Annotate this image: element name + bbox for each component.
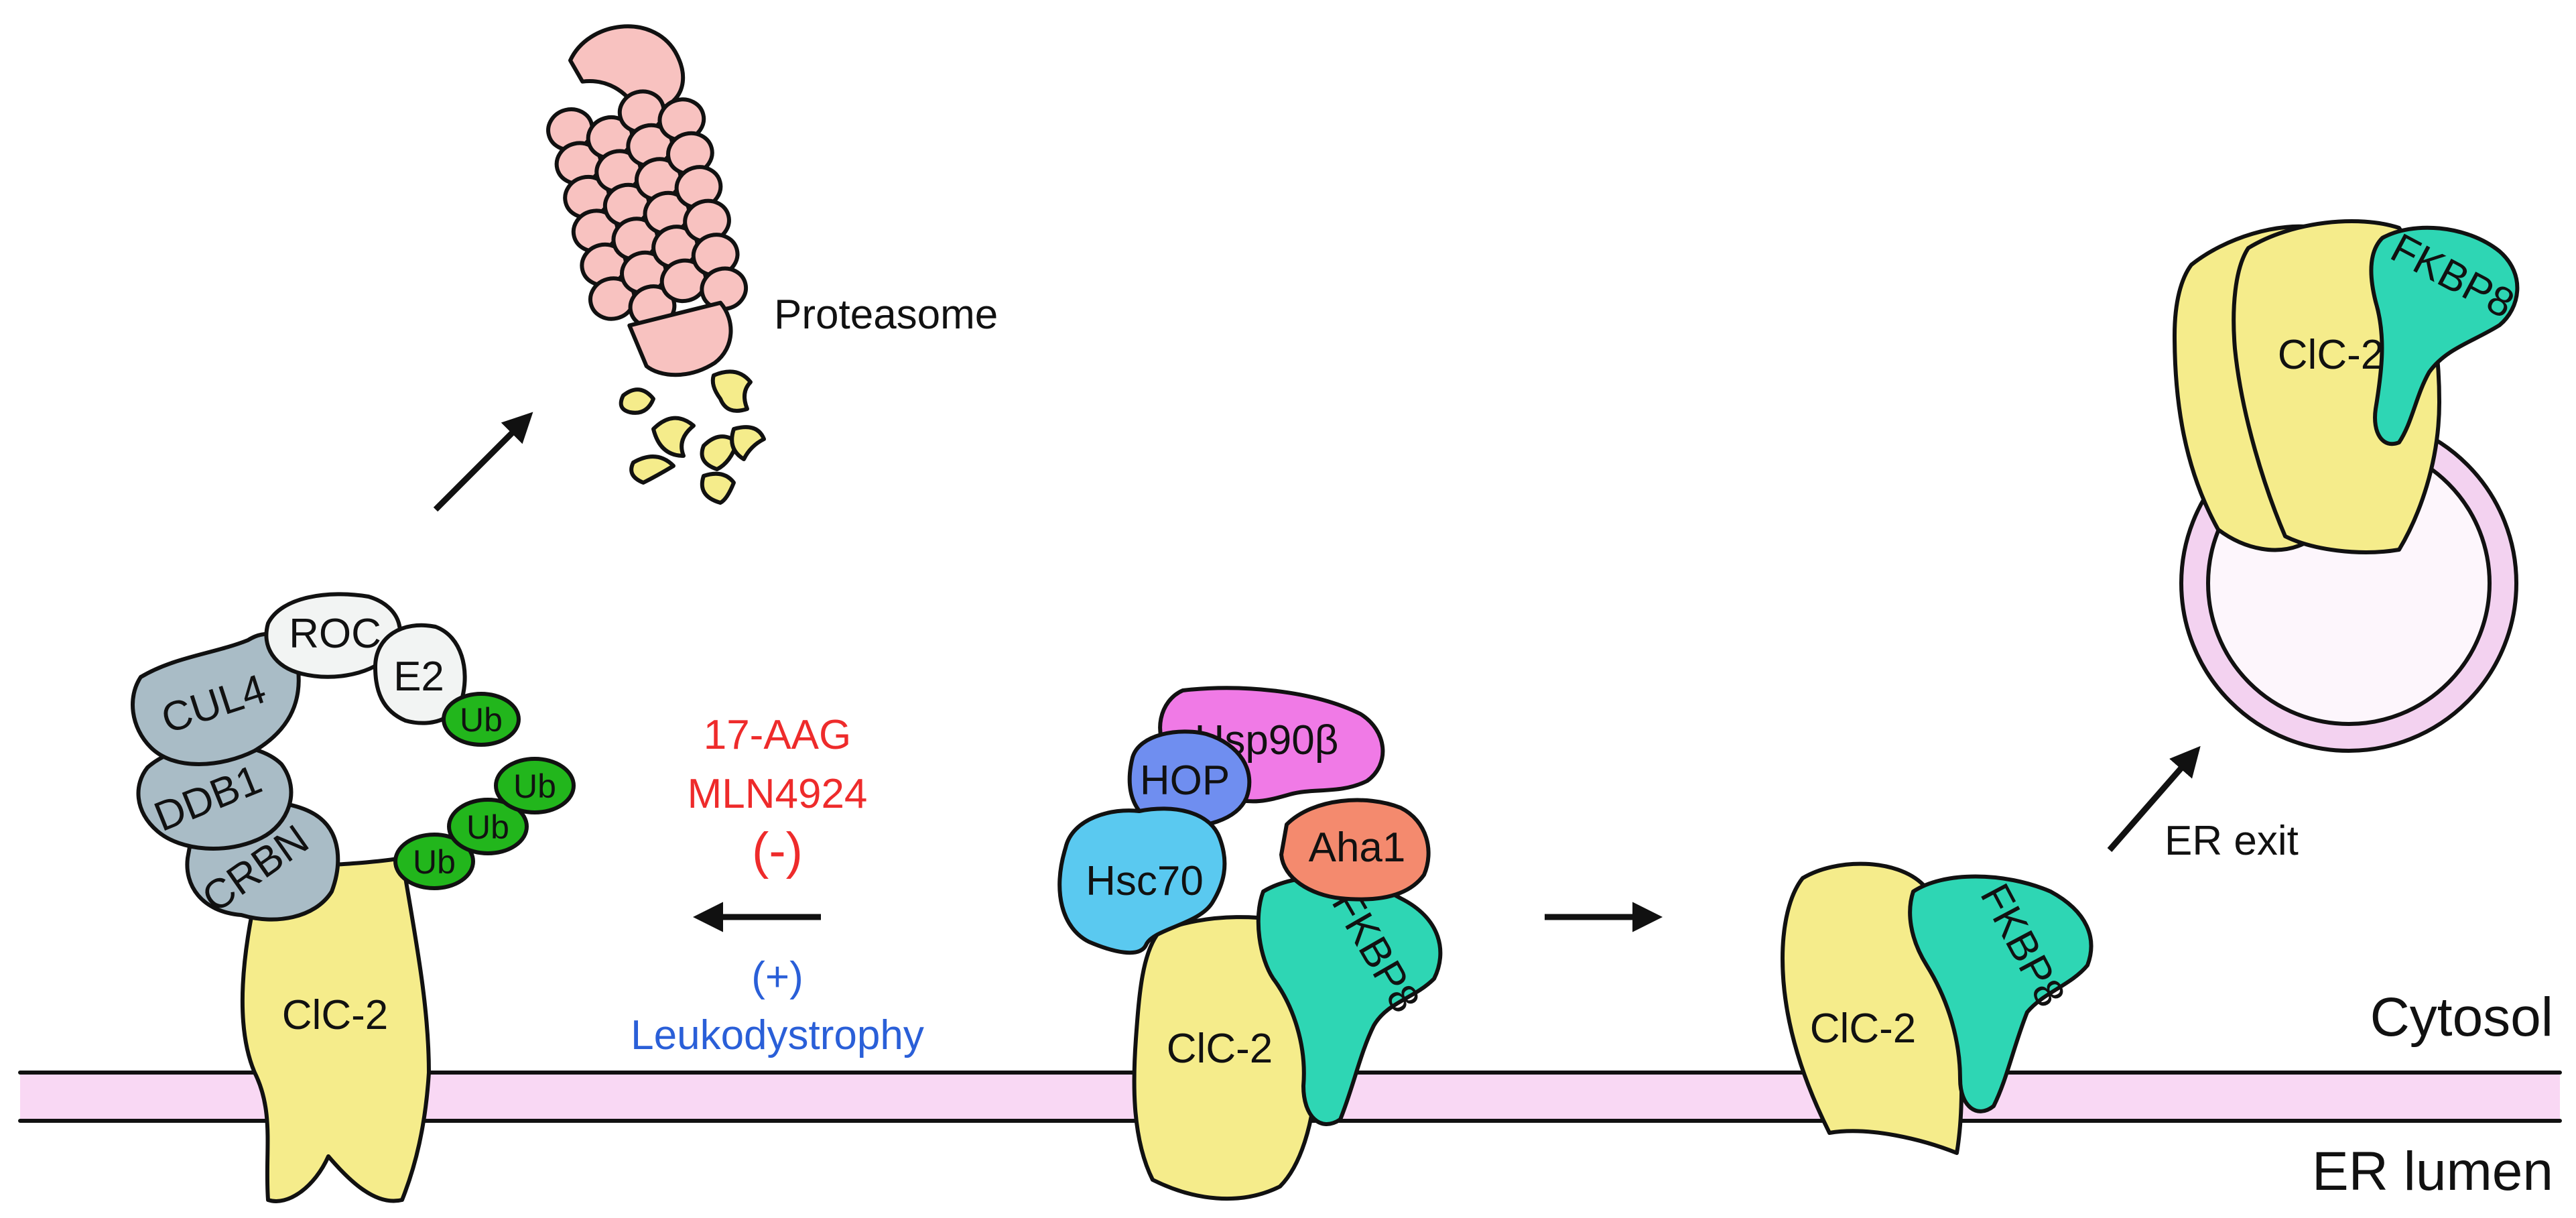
proteasome-cap-bottom	[627, 300, 733, 377]
arrow-to-proteasome	[433, 412, 533, 512]
hsc70-label: Hsc70	[1086, 858, 1204, 904]
fkbp8-vesicle	[2369, 225, 2520, 446]
transport-vesicle: ClC-2 FKBP8	[2173, 219, 2522, 753]
ub-label-1: Ub	[460, 701, 503, 739]
arrow-er-exit	[2107, 745, 2201, 852]
inhibitor-sign: (-)	[752, 823, 803, 879]
fkbp8-right	[1908, 874, 2094, 1113]
er-lumen-label: ER lumen	[2312, 1141, 2553, 1202]
proteasome-label: Proteasome	[774, 292, 998, 338]
degraded-peptide-fragments	[619, 369, 766, 505]
promoter-sign: (+)	[751, 954, 803, 1000]
ubiquitin-chain-3	[494, 757, 576, 814]
crl4-degradation-complex: ClC-2 CRBN DDB1 CUL4 ROC E2 Ub Ub Ub Ub	[131, 592, 576, 1203]
cul4-subunit	[131, 631, 301, 766]
ub-label-4: Ub	[513, 768, 556, 805]
er-exit-label: ER exit	[2165, 818, 2299, 864]
fkbp8-center	[1256, 875, 1443, 1126]
cytosol-label: Cytosol	[2370, 987, 2553, 1048]
folded-clc2-complex: ClC-2 FKBP8	[1781, 861, 2094, 1155]
clc2-right-label: ClC-2	[1810, 1006, 1916, 1052]
ub-label-2: Ub	[413, 843, 456, 881]
proteasome-complex	[546, 24, 749, 377]
clc2-center-label: ClC-2	[1167, 1026, 1273, 1072]
ub-label-3: Ub	[466, 808, 509, 846]
promoter-leukodystrophy: Leukodystrophy	[631, 1012, 924, 1058]
ubiquitin-chain-2	[447, 798, 529, 855]
e2-label: E2	[393, 654, 444, 700]
ubiquitin-chain-1	[393, 833, 475, 890]
chaperone-complex: ClC-2 FKBP8 Aha1 Hsp90β HOP Hsc70	[1057, 686, 1443, 1201]
proteasome-subunit	[700, 266, 749, 311]
hsc70-chaperone	[1057, 806, 1227, 955]
ubiquitin-on-e2	[442, 692, 521, 747]
proteasome-core-rings	[546, 89, 749, 329]
clc2-left-label: ClC-2	[282, 992, 388, 1038]
roc-label: ROC	[289, 611, 381, 657]
inhibitor-mln4924: MLN4924	[688, 771, 868, 817]
hop-label: HOP	[1140, 757, 1230, 804]
aha1-cochaperone	[1279, 798, 1431, 902]
aha1-label: Aha1	[1309, 825, 1406, 871]
clc2-vesicle-label: ClC-2	[2278, 332, 2384, 378]
regulation-annotation: 17-AAG MLN4924 (-) (+) Leukodystrophy	[631, 712, 924, 1058]
inhibitor-17aag: 17-AAG	[704, 712, 852, 758]
